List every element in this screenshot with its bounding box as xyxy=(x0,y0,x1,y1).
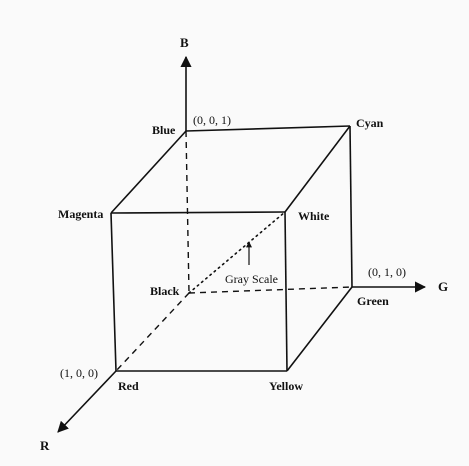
edge-cyan-green xyxy=(349,125,353,288)
edge-white-yellow xyxy=(284,211,288,372)
b-axis-label: B xyxy=(180,35,189,50)
edge-green-yellow xyxy=(286,286,353,372)
vertex-label-black: Black xyxy=(150,284,180,298)
edge-blue-cyan xyxy=(185,125,351,132)
r-axis xyxy=(57,370,117,433)
coord-label-red: (1, 0, 0) xyxy=(60,366,98,380)
r-axis-label: R xyxy=(40,438,50,453)
gray-scale-label: Gray Scale xyxy=(225,272,278,286)
edge-magenta-red xyxy=(110,212,117,372)
coord-label-blue: (0, 0, 1) xyxy=(193,113,231,127)
gray-scale-diagonal xyxy=(188,211,286,294)
edge-black-green xyxy=(188,286,353,294)
g-axis-label: G xyxy=(438,279,448,294)
vertex-label-yellow: Yellow xyxy=(269,379,303,393)
vertex-label-green: Green xyxy=(357,294,389,308)
vertex-label-blue: Blue xyxy=(152,123,176,137)
coord-label-green: (0, 1, 0) xyxy=(368,265,406,279)
edge-cyan-white xyxy=(284,125,351,213)
edge-black-red xyxy=(115,292,190,372)
vertex-label-white: White xyxy=(298,209,330,223)
vertex-label-cyan: Cyan xyxy=(356,116,384,130)
edge-magenta-white xyxy=(110,211,286,214)
edge-blue-magenta xyxy=(110,130,187,214)
vertex-label-red: Red xyxy=(118,379,139,393)
vertex-label-magenta: Magenta xyxy=(58,207,103,221)
